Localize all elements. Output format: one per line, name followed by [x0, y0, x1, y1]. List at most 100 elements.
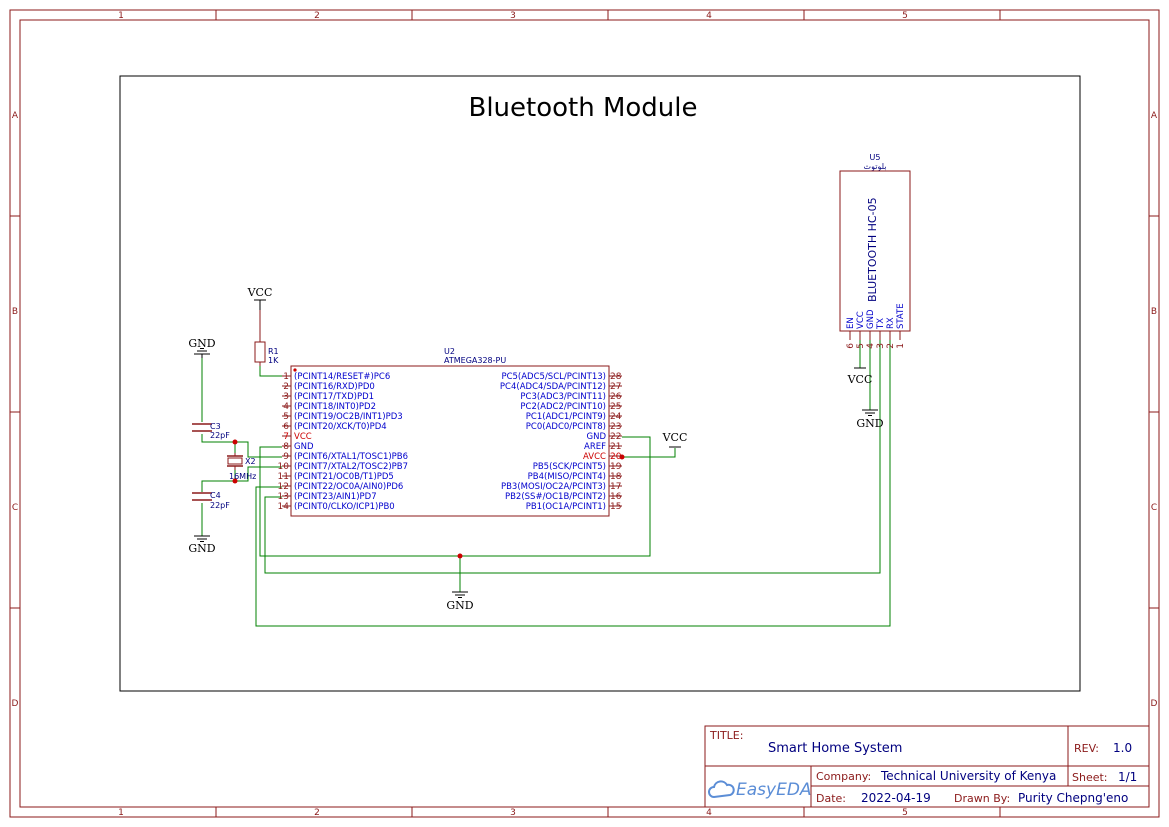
u2-pin-number: 10	[278, 462, 290, 472]
wires	[201, 340, 891, 627]
u2-left-pins: 1(PCINT14/RESET#)PC62(PCINT16/RXD)PD03(P…	[278, 372, 409, 512]
drawn-value: Purity Chepng'eno	[1018, 791, 1128, 805]
u2-pin-name: VCC	[294, 432, 312, 442]
vcc-label: VCC	[662, 431, 688, 444]
u2-pin-name: PB4(MISO/PCINT4)	[528, 472, 606, 482]
u2-pin-name: PC0(ADC0/PCINT8)	[526, 422, 606, 432]
u5-pin-name: GND	[866, 309, 876, 329]
u2-pin-number: 2	[283, 382, 289, 392]
u2-pin-number: 15	[610, 502, 621, 512]
zone-col-4-top: 4	[706, 11, 712, 21]
u2-pin-number: 23	[610, 422, 621, 432]
zone-col-4-bottom: 4	[706, 808, 712, 818]
title-block: TITLE: Smart Home System REV: 1.0 Compan…	[704, 725, 1150, 808]
gnd-symbol-bus: GND	[446, 591, 474, 612]
c4-value: 22pF	[210, 501, 230, 510]
gnd-label: GND	[446, 599, 473, 612]
u2-pin-name: PB2(SS#/OC1B/PCINT2)	[505, 492, 606, 502]
u5-pin-number: 5	[856, 343, 866, 349]
u2-part: ATMEGA328-PU	[444, 356, 506, 365]
u5-pin-number: 4	[866, 343, 876, 349]
u2-pin-name: (PCINT6/XTAL1/TOSC1)PB6	[294, 452, 408, 462]
u5-ref: U5	[870, 153, 881, 162]
u2-pin-name: (PCINT0/CLKO/ICP1)PB0	[294, 502, 395, 512]
u2-pin-name: (PCINT21/OC0B/T1)PD5	[294, 472, 394, 482]
company-label: Company:	[816, 770, 871, 783]
crystal-x2: X2 16MHz	[227, 453, 256, 481]
u2-pin-number: 3	[283, 392, 289, 402]
cloud-icon	[708, 780, 735, 799]
vcc-label: VCC	[847, 373, 873, 386]
gnd-symbol-c3: GND	[188, 337, 216, 358]
u2-pin-number: 9	[283, 452, 289, 462]
u2-pin-name: (PCINT14/RESET#)PC6	[294, 372, 390, 382]
u2-pin-number: 25	[610, 402, 621, 412]
c3-ref: C3	[210, 422, 221, 431]
capacitor-c4: C4 22pF	[192, 491, 230, 510]
u5-pin-name: STATE	[896, 303, 906, 329]
zone-col-2-bottom: 2	[314, 808, 320, 818]
u5-pin-name: TX	[876, 318, 886, 330]
zone-col-3-top: 3	[510, 11, 516, 21]
zone-row-c-right: C	[1151, 503, 1157, 513]
vcc-symbol-hc05: VCC	[847, 367, 873, 386]
x2-ref: X2	[245, 457, 256, 466]
u5-name: بلوتوث	[864, 162, 887, 171]
vcc-symbol-avcc: VCC	[662, 431, 688, 448]
u2-pin-number: 17	[610, 482, 621, 492]
zone-row-a-right: A	[1151, 111, 1158, 121]
u2-pin-number: 24	[610, 412, 622, 422]
c4-ref: C4	[210, 491, 221, 500]
r1-ref: R1	[268, 347, 279, 356]
gnd-label: GND	[188, 337, 215, 350]
module-u5-hc05: U5 بلوتوث BLUETOOTH HC-05 6EN5VCC4GND3TX…	[839, 153, 911, 349]
u2-pin-number: 20	[610, 452, 622, 462]
zone-col-5-bottom: 5	[902, 808, 908, 818]
u2-pin-name: PB1(OC1A/PCINT1)	[526, 502, 606, 512]
zone-col-2-top: 2	[314, 11, 320, 21]
u2-pin-number: 27	[610, 382, 621, 392]
u5-pin-name: VCC	[856, 311, 866, 329]
u2-ref: U2	[444, 347, 455, 356]
u2-pin-number: 14	[278, 502, 290, 512]
rev-value: 1.0	[1113, 741, 1132, 755]
u2-pin-name: (PCINT16/RXD)PD0	[294, 382, 375, 392]
u5-pin-number: 1	[896, 343, 906, 349]
gnd-label: GND	[856, 417, 883, 430]
u2-pin-number: 6	[283, 422, 289, 432]
capacitor-c3: C3 22pF	[192, 422, 230, 440]
u2-pin-name: GND	[294, 442, 314, 452]
u2-pin-name: AVCC	[583, 452, 606, 462]
u5-pin-number: 3	[876, 343, 886, 349]
zone-row-c-left: C	[12, 503, 18, 513]
title-value: Smart Home System	[768, 741, 902, 756]
u2-pin-number: 18	[610, 472, 622, 482]
u2-pin-name: (PCINT7/XTAL2/TOSC2)PB7	[294, 462, 408, 472]
junction-dot	[232, 439, 238, 445]
u2-pin-number: 7	[283, 432, 289, 442]
x2-value: 16MHz	[229, 472, 256, 481]
u2-pin-name: PC2(ADC2/PCINT10)	[520, 402, 606, 412]
rev-label: REV:	[1074, 742, 1099, 755]
zone-row-b-right: B	[1151, 307, 1157, 317]
gnd-symbol-c4: GND	[188, 535, 216, 555]
easyeda-logo: EasyEDA	[708, 780, 812, 800]
date-value: 2022-04-19	[861, 791, 931, 805]
zone-col-3-bottom: 3	[510, 808, 516, 818]
sheet-value: 1/1	[1118, 770, 1137, 784]
sheet-frame: 1 2 3 4 5 1 2 3 4 5 A B C D A B C D	[9, 9, 1160, 818]
u5-pin-number: 6	[846, 343, 856, 349]
u2-pin-name: PC3(ADC3/PCINT11)	[520, 392, 606, 402]
u2-pin-name: PB5(SCK/PCINT5)	[533, 462, 606, 472]
u2-pin-number: 16	[610, 492, 622, 502]
u2-pin-name: AREF	[584, 442, 606, 452]
u5-pin-name: RX	[886, 317, 896, 329]
zone-col-5-top: 5	[902, 11, 908, 21]
u2-pin-name: PC4(ADC4/SDA/PCINT12)	[500, 382, 606, 392]
u2-pin-number: 19	[610, 462, 622, 472]
u2-pin-number: 8	[283, 442, 289, 452]
vcc-label: VCC	[247, 286, 273, 299]
drawn-label: Drawn By:	[954, 792, 1010, 805]
